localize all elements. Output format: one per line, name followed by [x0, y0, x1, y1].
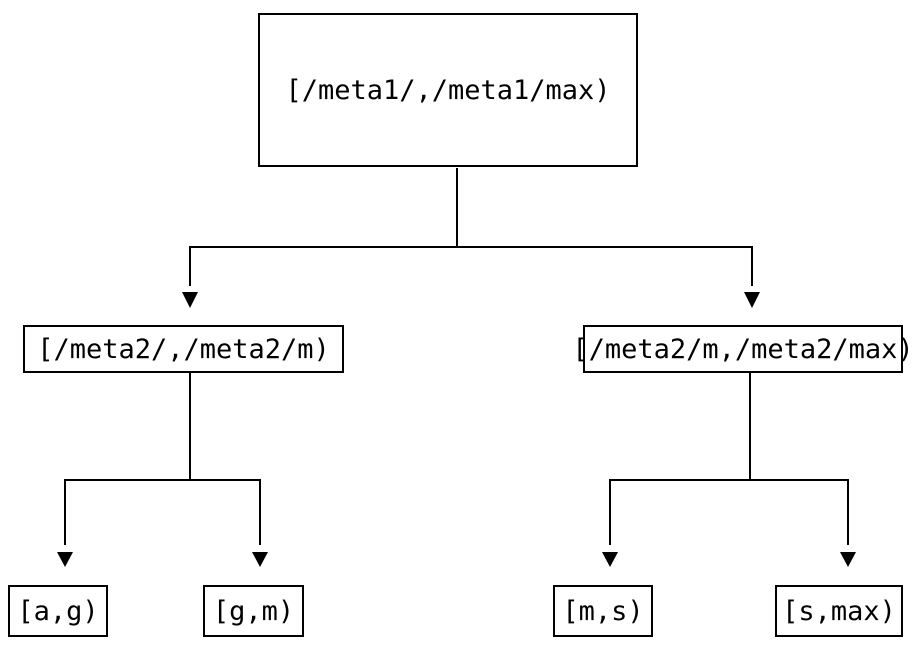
arrowhead-down-icon [182, 292, 198, 308]
node-label: [/meta2/m,/meta2/max) [572, 333, 912, 365]
node-label: [s,max) [782, 595, 896, 627]
arrowhead-down-icon [840, 552, 856, 567]
edge-meta2-right-children [609, 373, 849, 545]
edge-meta2-left-children [64, 373, 261, 545]
node-label: [a,g) [17, 595, 99, 627]
tree-node-leaf-ag: [a,g) [8, 585, 108, 637]
tree-node-meta2-right: [/meta2/m,/meta2/max) [572, 325, 912, 373]
arrowhead-down-icon [57, 552, 73, 567]
tree-node-leaf-smax: [s,max) [775, 585, 903, 637]
arrowhead-down-icon [602, 552, 618, 567]
tree-node-leaf-ms: [m,s) [553, 585, 653, 637]
arrowhead-down-icon [744, 292, 760, 308]
arrowhead-down-icon [252, 552, 268, 567]
tree-node-meta2-left: [/meta2/,/meta2/m) [23, 325, 344, 373]
node-label: [/meta2/,/meta2/m) [37, 333, 330, 365]
tree-node-leaf-gm: [g,m) [203, 585, 304, 637]
edge-root-children [189, 168, 753, 286]
node-label: [/meta1/,/meta1/max) [285, 74, 611, 106]
node-label: [g,m) [212, 595, 295, 627]
node-label: [m,s) [562, 595, 644, 627]
tree-node-root: [/meta1/,/meta1/max) [258, 13, 638, 167]
